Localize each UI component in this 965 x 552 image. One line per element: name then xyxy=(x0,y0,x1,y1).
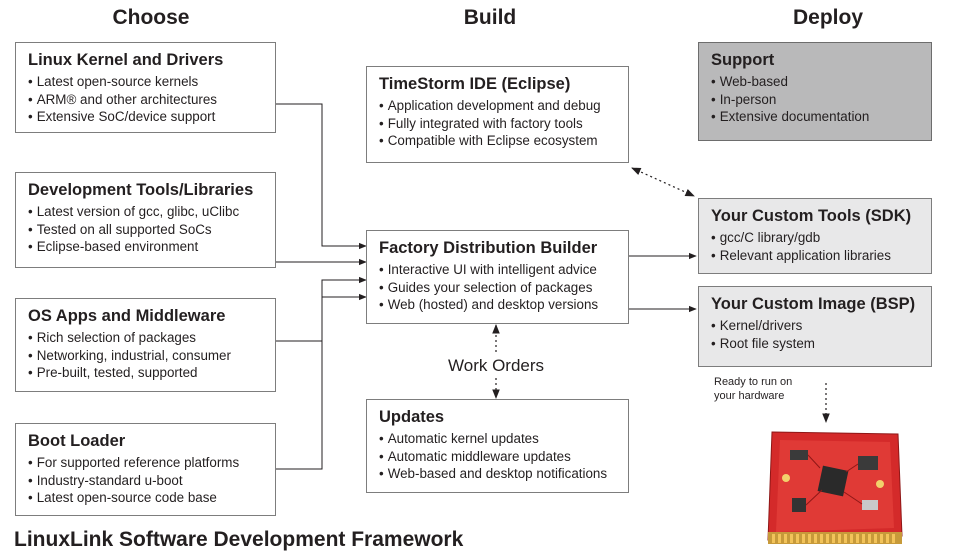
connector-osapps xyxy=(276,276,367,342)
list-item: Web-based and desktop notifications xyxy=(379,465,628,483)
list-item: ARM® and other architectures xyxy=(28,91,275,109)
list-item: Fully integrated with factory tools xyxy=(379,115,628,133)
kernel-drivers-box: Linux Kernel and Drivers Latest open-sou… xyxy=(15,42,276,133)
list-item: For supported reference platforms xyxy=(28,454,275,472)
kernel-drivers-title: Linux Kernel and Drivers xyxy=(28,51,224,69)
footer-title: LinuxLink Software Development Framework xyxy=(14,528,464,551)
connector-bootloader xyxy=(276,293,367,470)
work-orders-label: Work Orders xyxy=(446,356,547,376)
list-item: Web-based xyxy=(711,73,931,91)
updates-title: Updates xyxy=(379,408,445,426)
factory-builder-title: Factory Distribution Builder xyxy=(379,239,598,257)
os-apps-box: OS Apps and Middleware Rich selection of… xyxy=(15,298,276,392)
list-item: Latest open-source kernels xyxy=(28,73,275,91)
ready-note-line: your hardware xyxy=(714,390,785,402)
list-item: Root file system xyxy=(711,335,931,353)
connector-ide-sdk xyxy=(631,167,695,197)
factory-builder-box: Factory Distribution Builder Interactive… xyxy=(366,230,629,324)
list-item: In-person xyxy=(711,91,931,109)
list-item: Kernel/drivers xyxy=(711,317,931,335)
custom-image-bsp-title: Your Custom Image (BSP) xyxy=(711,295,916,313)
list-item: Guides your selection of packages xyxy=(379,279,628,297)
dev-tools-box: Development Tools/Libraries Latest versi… xyxy=(15,172,276,268)
ready-note-line: Ready to run on xyxy=(714,376,793,388)
deploy-header: Deploy xyxy=(792,6,863,29)
support-box: Support Web-based In-person Extensive do… xyxy=(698,42,932,141)
list-item: Industry-standard u-boot xyxy=(28,472,275,490)
list-item: Compatible with Eclipse ecosystem xyxy=(379,132,628,150)
os-apps-title: OS Apps and Middleware xyxy=(28,307,226,325)
list-item: Automatic middleware updates xyxy=(379,448,628,466)
support-title: Support xyxy=(711,51,775,69)
list-item: Eclipse-based environment xyxy=(28,238,275,256)
list-item: Networking, industrial, consumer xyxy=(28,347,275,365)
choose-header: Choose xyxy=(112,6,190,29)
custom-tools-sdk-title: Your Custom Tools (SDK) xyxy=(711,207,912,225)
list-item: Pre-built, tested, supported xyxy=(28,364,275,382)
hardware-board-image xyxy=(762,428,904,546)
timestorm-ide-title: TimeStorm IDE (Eclipse) xyxy=(379,75,571,93)
list-item: Extensive SoC/device support xyxy=(28,108,275,126)
list-item: gcc/C library/gdb xyxy=(711,229,931,247)
list-item: Automatic kernel updates xyxy=(379,430,628,448)
list-item: Extensive documentation xyxy=(711,108,931,126)
list-item: Latest open-source code base xyxy=(28,489,275,507)
custom-image-bsp-box: Your Custom Image (BSP) Kernel/drivers R… xyxy=(698,286,932,367)
list-item: Interactive UI with intelligent advice xyxy=(379,261,628,279)
timestorm-ide-box: TimeStorm IDE (Eclipse) Application deve… xyxy=(366,66,629,163)
boot-loader-box: Boot Loader For supported reference plat… xyxy=(15,423,276,516)
boot-loader-title: Boot Loader xyxy=(28,432,126,450)
list-item: Latest version of gcc, glibc, uClibc xyxy=(28,203,275,221)
updates-box: Updates Automatic kernel updates Automat… xyxy=(366,399,629,493)
ready-note: Ready to run on your hardware xyxy=(714,375,792,403)
list-item: Tested on all supported SoCs xyxy=(28,221,275,239)
custom-tools-sdk-box: Your Custom Tools (SDK) gcc/C library/gd… xyxy=(698,198,932,274)
list-item: Application development and debug xyxy=(379,97,628,115)
list-item: Relevant application libraries xyxy=(711,247,931,265)
list-item: Rich selection of packages xyxy=(28,329,275,347)
list-item: Web (hosted) and desktop versions xyxy=(379,296,628,314)
dev-tools-title: Development Tools/Libraries xyxy=(28,181,254,199)
connector-kernel xyxy=(276,103,367,250)
build-header: Build xyxy=(463,6,517,29)
